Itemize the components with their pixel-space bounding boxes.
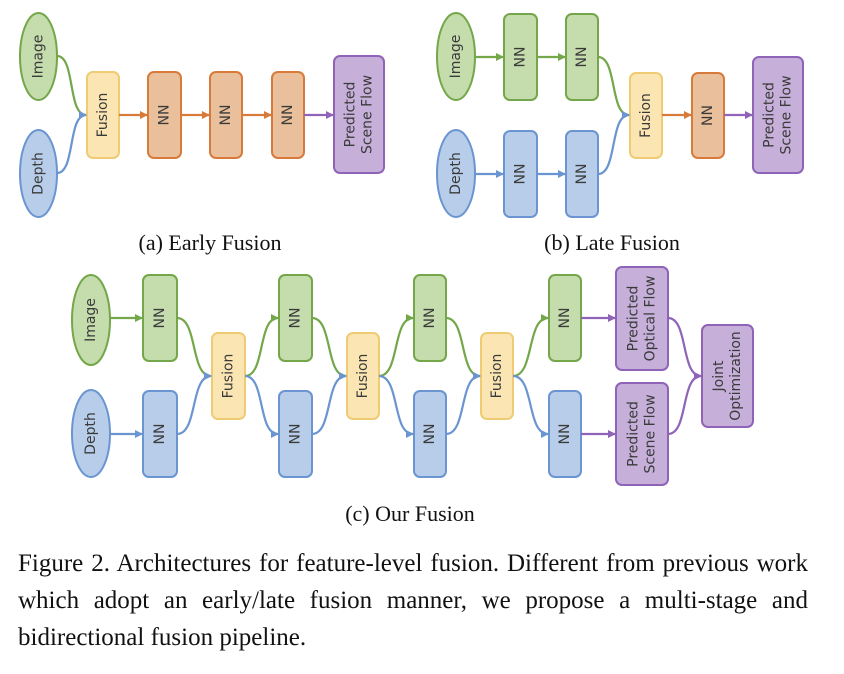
b-nn-depth-1: NN	[503, 130, 538, 218]
b-nn-box: NN	[691, 72, 725, 159]
figure-caption: Figure 2. Architectures for feature-leve…	[18, 550, 808, 651]
b-nn-image-2: NN	[565, 13, 599, 101]
a-nn-box-1: NN	[147, 71, 182, 159]
c-depth-ellipse: Depth	[71, 389, 111, 478]
c-nn-image-3-label: NN	[422, 308, 438, 329]
c-arrow-fusion2-nn3-image	[378, 314, 414, 378]
a-predicted-scene-flow-box-label: Scene Flow	[360, 75, 376, 154]
c-arrow-nn3-depth-fusion3	[445, 372, 481, 436]
c-nn-depth-3: NN	[413, 390, 447, 478]
b-depth-ellipse: Depth	[436, 129, 476, 218]
c-fusion-box-2: Fusion	[346, 332, 380, 420]
b-nn-depth-2-label: NN	[574, 164, 590, 185]
a-nn-box-3: NN	[271, 71, 305, 159]
a-nn-box-2: NN	[209, 71, 243, 159]
c-fusion-box-2-label: Fusion	[355, 354, 371, 399]
c-arrow-nn1-image-fusion1	[176, 316, 212, 380]
a-fusion-box-label: Fusion	[95, 93, 111, 138]
c-arrow-fusion3-nn4-image	[512, 314, 549, 378]
c-fusion-box-1: Fusion	[211, 332, 246, 420]
c-nn-depth-2: NN	[278, 390, 313, 478]
c-arrow-nn3-image-fusion3	[445, 316, 481, 380]
a-fusion-box: Fusion	[86, 71, 120, 159]
c-nn-image-1: NN	[142, 274, 178, 362]
c-nn-depth-4: NN	[548, 390, 582, 478]
subfigure-b-label: (b) Late Fusion	[544, 230, 680, 255]
a-predicted-scene-flow-box-label: Predicted	[343, 82, 359, 148]
c-predicted-scene-flow-box-label: Scene Flow	[643, 394, 659, 473]
c-nn-image-1-label: NN	[152, 308, 168, 329]
c-nn-image-2-label: NN	[288, 308, 304, 329]
a-arrow-depth-fusion	[56, 111, 87, 175]
b-nn-depth-1-label: NN	[513, 164, 529, 185]
b-fusion-box: Fusion	[629, 72, 663, 159]
a-depth-ellipse: Depth	[19, 129, 58, 218]
c-nn-image-4: NN	[548, 274, 582, 362]
a-image-ellipse-label: Image	[31, 35, 47, 79]
c-arrow-scene-joint	[667, 372, 702, 436]
c-joint-optimization-box-label: Joint	[711, 360, 727, 392]
c-arrow-fusion1-nn2-depth	[244, 374, 279, 438]
c-nn-depth-2-label: NN	[288, 424, 304, 445]
c-predicted-optical-flow-box-label: Predicted	[626, 286, 642, 352]
b-depth-ellipse-label: Depth	[448, 152, 464, 195]
b-predicted-scene-flow-box-label: Predicted	[762, 82, 778, 148]
c-fusion-box-3-label: Fusion	[489, 354, 505, 399]
b-nn-image-2-label: NN	[574, 47, 590, 68]
c-arrow-fusion1-nn2-image	[244, 314, 279, 378]
c-arrow-nn2-depth-fusion2	[311, 372, 347, 436]
c-nn-depth-1-label: NN	[152, 424, 168, 445]
c-arrow-optical-joint	[667, 316, 702, 380]
c-image-ellipse-label: Image	[83, 298, 99, 342]
c-nn-depth-1: NN	[142, 390, 178, 478]
b-image-ellipse-label: Image	[448, 35, 464, 79]
c-predicted-scene-flow-box-label: Predicted	[626, 401, 642, 467]
c-fusion-box-1-label: Fusion	[221, 354, 237, 399]
b-nn-depth-2: NN	[565, 130, 599, 218]
c-fusion-box-3: Fusion	[480, 332, 514, 420]
a-arrow-image-fusion	[56, 54, 87, 119]
b-image-ellipse: Image	[436, 12, 476, 101]
a-image-ellipse: Image	[19, 12, 58, 101]
c-depth-ellipse-label: Depth	[83, 412, 99, 455]
a-depth-ellipse-label: Depth	[31, 152, 47, 195]
subfigure-a-label: (a) Early Fusion	[139, 230, 282, 255]
c-image-ellipse: Image	[71, 274, 111, 366]
b-nn-image-1-label: NN	[513, 47, 529, 68]
b-nn-box-label: NN	[700, 105, 716, 126]
c-nn-image-4-label: NN	[557, 308, 573, 329]
b-fusion-box-label: Fusion	[638, 93, 654, 138]
a-nn-box-1-label: NN	[157, 105, 173, 126]
c-nn-image-2: NN	[278, 274, 313, 362]
c-joint-optimization-box-label: Optimization	[728, 331, 744, 421]
a-nn-box-3-label: NN	[280, 105, 296, 126]
subfigure-c-label: (c) Our Fusion	[345, 501, 475, 526]
c-predicted-optical-flow-box-label: Optical Flow	[643, 276, 659, 362]
c-arrow-fusion2-nn3-depth	[378, 374, 414, 438]
c-arrow-nn1-depth-fusion1	[176, 372, 212, 436]
b-nn-image-1: NN	[503, 13, 538, 101]
c-arrow-nn2-image-fusion2	[311, 316, 347, 380]
b-arrow-nn2-fusion-depth	[597, 111, 630, 176]
a-nn-box-2-label: NN	[218, 105, 234, 126]
c-nn-depth-4-label: NN	[557, 424, 573, 445]
c-nn-image-3: NN	[413, 274, 447, 362]
c-nn-depth-3-label: NN	[422, 424, 438, 445]
c-arrow-fusion3-nn4-depth	[512, 374, 549, 438]
b-arrow-nn2-fusion-image	[597, 55, 630, 119]
b-predicted-scene-flow-box-label: Scene Flow	[779, 75, 795, 154]
